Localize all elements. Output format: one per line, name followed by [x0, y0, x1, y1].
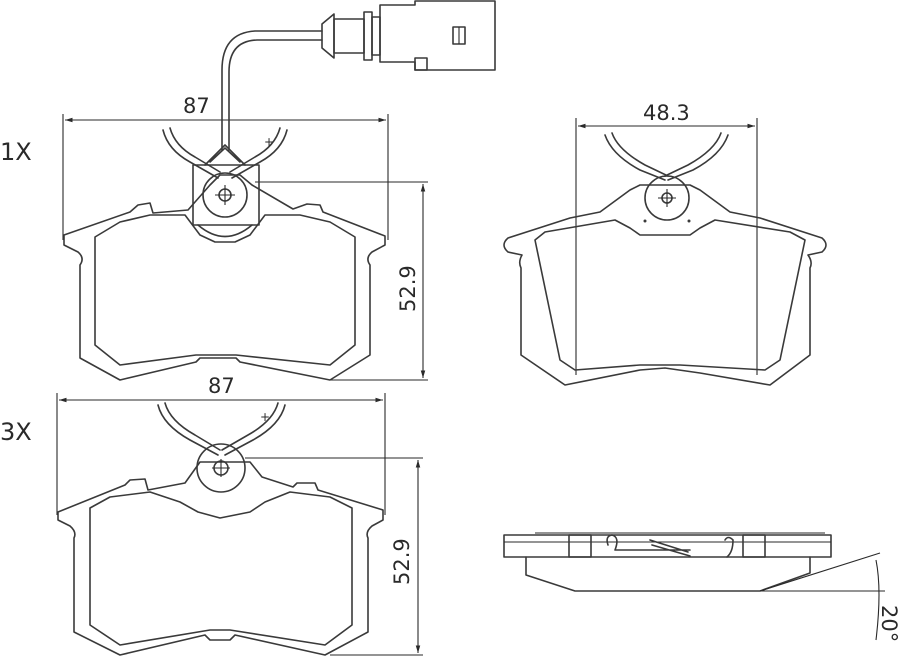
quantity-label-1x: 1X [0, 138, 32, 166]
angle-arc [875, 559, 880, 641]
pad-side-view: 20° [503, 532, 900, 642]
plus-mark: + [264, 135, 274, 149]
width-dimension-label: 87 [183, 94, 210, 118]
pivot-boss [196, 443, 246, 493]
spring-clip-side [606, 534, 734, 558]
angle-label: 20° [877, 605, 900, 642]
backing-plate-outline [503, 184, 827, 386]
height-dimension-label: 52.9 [390, 538, 414, 585]
spring-clip [604, 132, 729, 181]
friction-material-outline [534, 219, 806, 371]
abutment-left [568, 534, 592, 558]
sensor-cap [204, 144, 246, 166]
sensor-housing [192, 164, 260, 226]
sensor-housing-bottom [197, 224, 253, 238]
friction-material-side [525, 556, 811, 592]
width-dimension-label: 87 [208, 374, 235, 398]
quantity-label-3x: 3X [0, 418, 32, 446]
pad-back-view: 48.3 [503, 101, 827, 386]
sensor-wire [221, 30, 323, 151]
spring-clip [162, 127, 288, 179]
friction-material-outline [94, 214, 356, 366]
pivot-boss [202, 172, 248, 218]
abutment-right [742, 534, 766, 558]
angle-line [759, 552, 881, 592]
backing-plate-side [503, 534, 832, 558]
height-dimension-label: 52.9 [396, 265, 420, 312]
pivot-boss [644, 175, 690, 221]
backing-plate-outline [63, 174, 386, 381]
plus-mark: + [260, 410, 270, 424]
backing-plate-outline [57, 461, 384, 656]
width-dimension-label: 48.3 [643, 101, 690, 125]
spring-clip [157, 402, 286, 456]
sensor-connector [321, 0, 496, 71]
pad-with-sensor-view: 1X 87 52.9 + [0, 0, 496, 381]
pad-without-sensor-view: 3X 87 52.9 + [0, 374, 423, 656]
friction-material-outline [89, 491, 353, 646]
